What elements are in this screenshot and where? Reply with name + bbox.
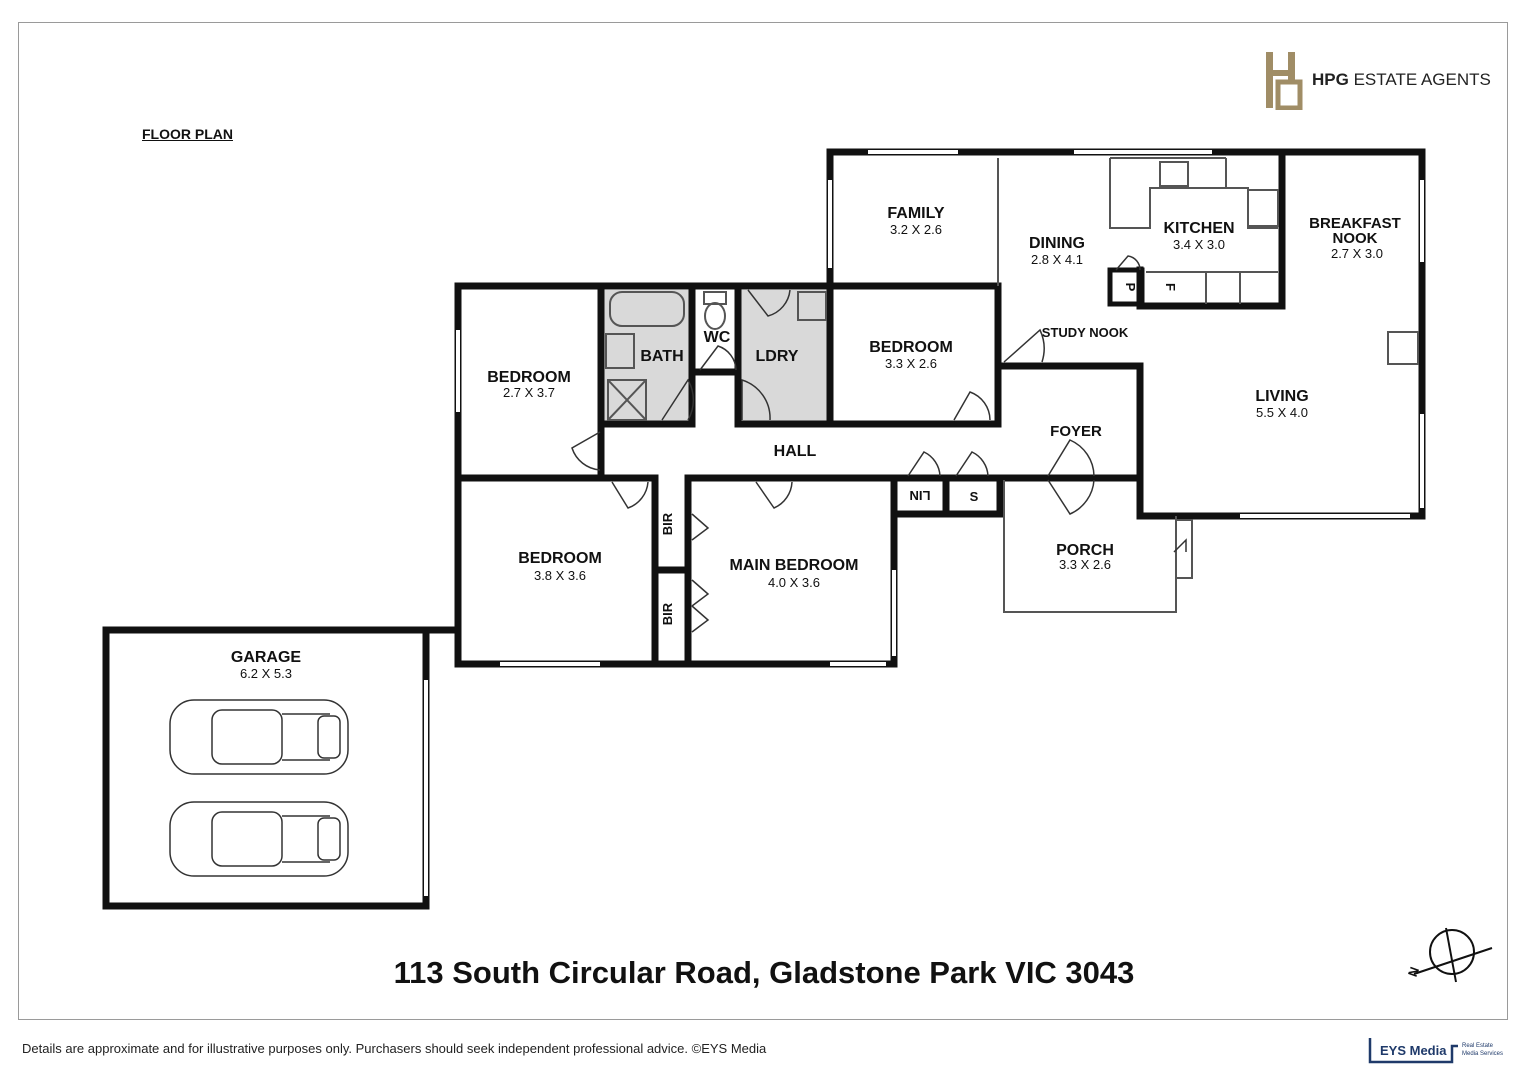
laundry-name: LDRY	[756, 348, 799, 365]
bedroom-south-name: BEDROOM	[518, 550, 602, 567]
bedroom-west-dims: 2.7 X 3.7	[503, 385, 555, 400]
bir-label-upper: BIR	[660, 512, 675, 535]
thin-walls	[424, 150, 1424, 896]
wc-name: WC	[704, 329, 731, 346]
kitchen-name: KITCHEN	[1163, 220, 1234, 237]
bedroom-west-name: BEDROOM	[487, 369, 571, 386]
study-nook-name: STUDY NOOK	[1042, 325, 1129, 340]
plan-title: FLOOR PLAN	[142, 126, 233, 142]
property-address: 113 South Circular Road, Gladstone Park …	[393, 955, 1135, 990]
kitchen-dims: 3.4 X 3.0	[1173, 237, 1225, 252]
agency-suffix: ESTATE AGENTS	[1353, 70, 1491, 89]
car-bottom	[169, 801, 349, 877]
dining-dims: 2.8 X 4.1	[1031, 252, 1083, 267]
eys-media-tag-2: Media Services	[1462, 1051, 1503, 1057]
eys-media-tag-1: Real Estate	[1462, 1043, 1494, 1049]
family-name: FAMILY	[887, 205, 945, 222]
car-top	[169, 699, 349, 775]
agency-brand: HPG	[1312, 70, 1349, 89]
living-name: LIVING	[1255, 388, 1308, 405]
porch-name: PORCH	[1056, 542, 1114, 559]
disclaimer: Details are approximate and for illustra…	[22, 1041, 767, 1056]
bedroom-centre-dims: 3.3 X 2.6	[885, 356, 937, 371]
eys-media-logo: EYS Media Real Estate Media Services	[1366, 1034, 1506, 1066]
walls	[102, 148, 1426, 910]
bedroom-south-dims: 3.8 X 3.6	[534, 568, 586, 583]
main-bedroom-name: MAIN BEDROOM	[730, 557, 859, 574]
breakfast-name-2: NOOK	[1333, 230, 1378, 247]
eys-media-mark: EYS Media Real Estate Media Services	[1368, 1038, 1503, 1064]
page-frame	[18, 22, 1508, 1020]
hall-name: HALL	[774, 443, 817, 460]
hpg-monogram	[1266, 52, 1303, 110]
breakfast-name-1: BREAKFAST	[1309, 215, 1401, 232]
garage-name: GARAGE	[231, 649, 302, 666]
foyer-name: FOYER	[1050, 423, 1102, 440]
main-bedroom-dims: 4.0 X 3.6	[768, 575, 820, 590]
bir-label-lower: BIR	[660, 602, 675, 625]
storage-label: S	[970, 489, 979, 504]
breakfast-dims: 2.7 X 3.0	[1331, 246, 1383, 261]
doors	[571, 255, 1187, 633]
bedroom-centre-name: BEDROOM	[869, 339, 953, 356]
pantry-label: P	[1123, 283, 1138, 292]
family-dims: 3.2 X 2.6	[890, 222, 942, 237]
porch-dims: 3.3 X 2.6	[1059, 557, 1111, 572]
garage-dims: 6.2 X 5.3	[240, 666, 292, 681]
linen-label: LIN	[910, 488, 931, 503]
agency-name: HPG ESTATE AGENTS	[1312, 70, 1491, 90]
living-dims: 5.5 X 4.0	[1256, 405, 1308, 420]
bath-name: BATH	[640, 348, 683, 365]
bath-floor	[604, 290, 692, 424]
compass: N	[1405, 927, 1493, 983]
fridge-label: F	[1163, 283, 1178, 291]
eys-media-name: EYS Media	[1380, 1043, 1447, 1058]
laundry-floor	[740, 290, 828, 424]
dining-name: DINING	[1029, 235, 1085, 252]
agency-logo: HPG ESTATE AGENTS	[1264, 50, 1494, 110]
